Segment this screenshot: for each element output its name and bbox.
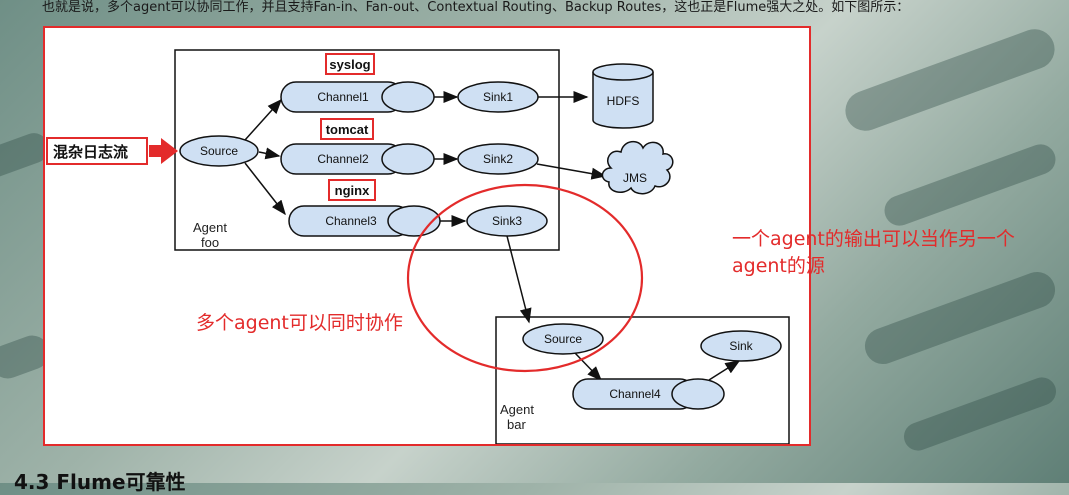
bar-sink-node [700, 330, 782, 362]
input-label: 混杂日志流 [53, 143, 128, 161]
flume-diagram: Agent foo Agent bar 混杂日志流 Source syslog … [46, 49, 790, 444]
sink1-label: Sink1 [483, 90, 513, 104]
agent-bar-sublabel: bar [507, 417, 526, 432]
hdfs-database-icon [592, 63, 654, 129]
annotation-chain-line-2: agent的源 [732, 255, 825, 277]
bar-source-node [522, 323, 604, 355]
sink2-node [457, 143, 539, 175]
sink2-label: Sink2 [483, 152, 513, 166]
section-heading: 4.3 Flume可靠性 [14, 470, 186, 494]
bar-sink-label: Sink [729, 339, 753, 353]
annotation-collab: 多个agent可以同时协作 [196, 312, 403, 334]
hdfs-label: HDFS [607, 94, 640, 108]
tag-tomcat [320, 118, 374, 140]
tag-nginx [328, 179, 376, 201]
tag-nginx-label: nginx [335, 183, 370, 198]
input-arrow [149, 138, 178, 164]
channel1-node [280, 81, 435, 113]
channel4-label: Channel4 [609, 387, 661, 401]
channel2-node [280, 143, 435, 175]
highlight-circle [406, 183, 644, 373]
input-label-box [46, 137, 148, 165]
channel4-node [572, 378, 725, 410]
annotation-chain-line-1: 一个agent的输出可以当作另一个 [732, 228, 1015, 250]
source-node [179, 135, 259, 167]
sink3-label: Sink3 [492, 214, 522, 228]
source-label: Source [200, 144, 238, 158]
channel1-label: Channel1 [317, 90, 369, 104]
bar-source-label: Source [544, 332, 582, 346]
jms-label: JMS [623, 171, 647, 185]
jms-cloud-icon [601, 140, 674, 195]
flume-diagram-figure: Agent foo Agent bar 混杂日志流 Source syslog … [43, 26, 811, 446]
channel3-node [288, 205, 441, 237]
intro-text: 也就是说，多个agent可以协同工作，并且支持Fan-in、Fan-out、Co… [42, 0, 910, 15]
agent-bar-box [495, 316, 790, 444]
tag-tomcat-label: tomcat [326, 122, 369, 137]
agent-foo-label: Agent [193, 220, 227, 235]
agent-bar-label: Agent [500, 402, 534, 417]
channel3-label: Channel3 [325, 214, 377, 228]
channel2-label: Channel2 [317, 152, 369, 166]
tag-syslog [325, 53, 375, 75]
tag-syslog-label: syslog [329, 57, 370, 72]
agent-foo-sublabel: foo [201, 235, 219, 250]
